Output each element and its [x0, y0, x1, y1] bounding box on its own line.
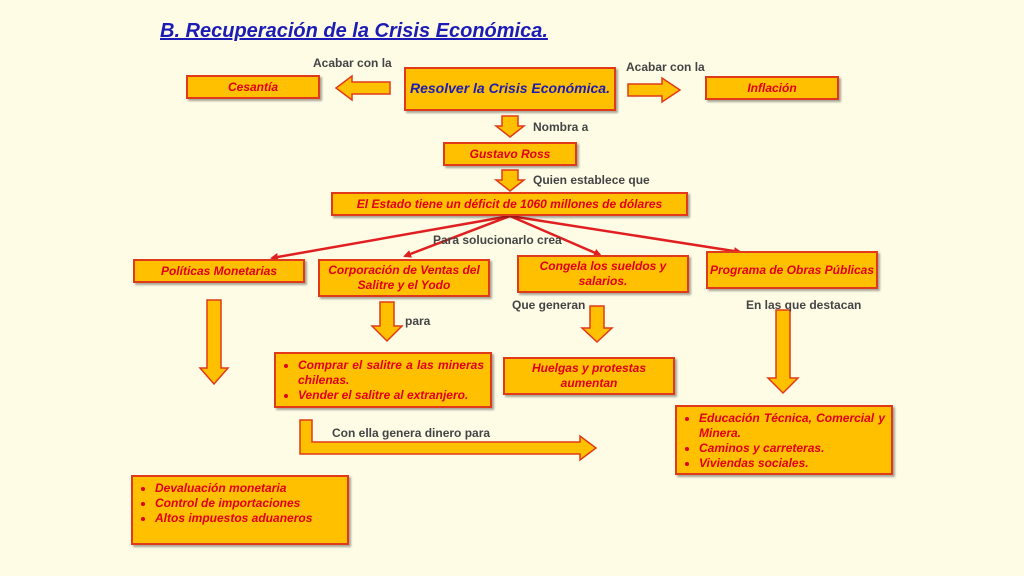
list-item: Caminos y carreteras. [699, 441, 885, 456]
list-item: Control de importaciones [155, 496, 312, 511]
label-dinero: Con ella genera dinero para [332, 426, 491, 440]
list-item: Viviendas sociales. [699, 456, 885, 471]
arrow-dinero [299, 419, 598, 462]
node-politicas-monetarias: Políticas Monetarias [133, 259, 305, 283]
arrow-down-corporacion [370, 301, 404, 343]
label-nombra: Nombra a [533, 120, 589, 134]
list-item: Comprar el salitre a las mineras chilena… [298, 358, 484, 388]
page-title: B. Recuperación de la Crisis Económica. [160, 20, 548, 42]
arrow-down-deficit [493, 169, 527, 192]
label-destacan: En las que destacan [746, 298, 862, 312]
arrow-down-monetarias [198, 299, 230, 386]
node-corporacion: Corporación de Ventas del Salitre y el Y… [318, 259, 490, 297]
node-inflacion: Inflación [705, 76, 839, 100]
list-item: Altos impuestos aduaneros [155, 511, 312, 526]
node-corporacion-list: Comprar el salitre a las mineras chilena… [274, 352, 492, 408]
arrow-red-congela [509, 214, 602, 257]
label-acabar-right: Acabar con la [626, 60, 705, 74]
label-que-generan: Que generan [512, 298, 586, 312]
node-deficit: El Estado tiene un déficit de 1060 millo… [331, 192, 688, 216]
arrow-down-obras [766, 309, 800, 395]
arrow-red-obras [509, 214, 742, 256]
label-acabar-left: Acabar con la [313, 56, 392, 70]
arrow-down-ross [493, 115, 527, 138]
node-congela: Congela los sueldos y salarios. [517, 255, 689, 293]
label-para: para [405, 314, 431, 328]
arrow-red-monetarias [270, 214, 511, 261]
node-resolver-crisis: Resolver la Crisis Económica. [404, 67, 616, 111]
list-item: Educación Técnica, Comercial y Minera. [699, 411, 885, 441]
arrow-red-corporacion [403, 214, 511, 258]
list-item: Vender el salitre al extranjero. [298, 388, 484, 403]
arrow-down-congela [580, 305, 614, 344]
node-monetarias-list: Devaluación monetaria Control de importa… [131, 475, 349, 545]
list-item: Devaluación monetaria [155, 481, 312, 496]
arrow-left-cesantia [334, 74, 391, 102]
node-gustavo-ross: Gustavo Ross [443, 142, 577, 166]
node-huelgas: Huelgas y protestas aumentan [503, 357, 675, 395]
node-obras-list: Educación Técnica, Comercial y Minera. C… [675, 405, 893, 475]
arrow-right-inflacion [627, 76, 682, 104]
label-solucionarlo: Para solucionarlo crea [433, 233, 562, 247]
node-cesantia: Cesantía [186, 75, 320, 99]
node-obras-publicas: Programa de Obras Públicas [706, 251, 878, 289]
label-establece: Quien establece que [533, 173, 650, 187]
